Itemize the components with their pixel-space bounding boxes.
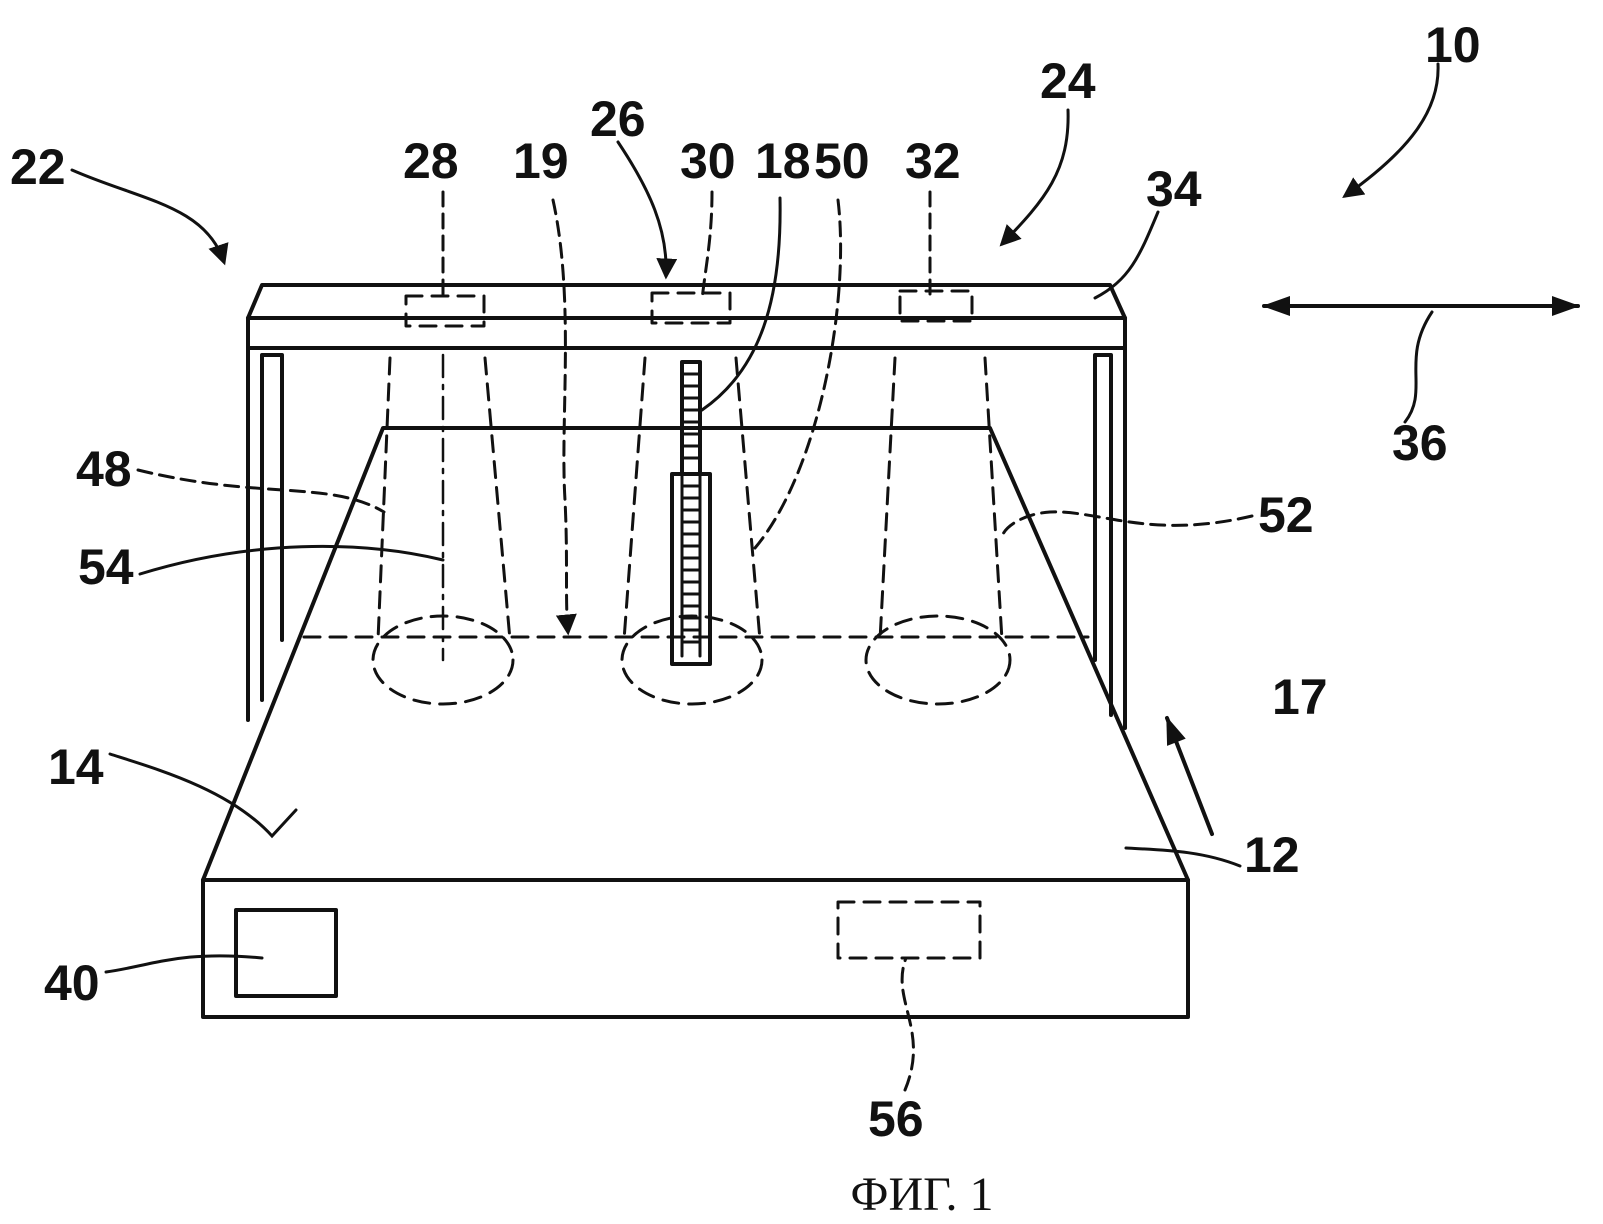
leader-14 xyxy=(108,752,298,839)
leader-50 xyxy=(753,198,843,550)
leader-19 xyxy=(551,198,577,636)
leader-lines xyxy=(70,62,1440,1092)
bed-front-box xyxy=(201,878,1190,1019)
numeral-28: 28 xyxy=(403,133,459,189)
gantry-frame xyxy=(246,283,1127,730)
numeral-54: 54 xyxy=(78,539,134,595)
numeral-18: 18 xyxy=(755,133,811,189)
numeral-52: 52 xyxy=(1258,487,1314,543)
leader-36 xyxy=(1403,310,1434,424)
feed-direction-arrow-17 xyxy=(1165,716,1214,836)
gantry-beam xyxy=(246,316,1127,350)
numeral-36: 36 xyxy=(1392,415,1448,471)
object-18-rungs xyxy=(680,372,702,644)
leader-40 xyxy=(104,954,264,974)
leader-10 xyxy=(1342,62,1440,199)
numeral-10: 10 xyxy=(1425,17,1481,73)
camera-28 xyxy=(404,294,486,328)
beam-52 xyxy=(878,356,1004,642)
leader-48 xyxy=(136,468,386,514)
leader-30 xyxy=(700,190,714,302)
object-18 xyxy=(670,360,712,666)
dashed-box-56 xyxy=(836,900,982,960)
camera-30 xyxy=(650,291,732,325)
spot-center xyxy=(620,614,764,706)
camera-modules xyxy=(404,289,974,328)
numeral-24: 24 xyxy=(1040,53,1096,109)
leader-24 xyxy=(999,108,1070,247)
figure-caption: ФИГ. 1 xyxy=(851,1168,994,1221)
camera-beams xyxy=(371,353,1012,706)
gantry-left-leg xyxy=(246,346,284,722)
leader-52 xyxy=(1000,510,1254,542)
gantry-right-leg xyxy=(1093,346,1127,730)
spot-right xyxy=(864,614,1012,706)
numeral-32: 32 xyxy=(905,133,961,189)
spot-left xyxy=(371,614,515,706)
leader-22 xyxy=(70,168,229,266)
numeral-19: 19 xyxy=(513,133,569,189)
numeral-48: 48 xyxy=(76,441,132,497)
numeral-17: 17 xyxy=(1272,669,1328,725)
leader-34 xyxy=(1093,210,1160,300)
numeral-26: 26 xyxy=(590,91,646,147)
bed xyxy=(201,426,1190,1019)
leader-18 xyxy=(700,196,782,412)
beam-50 xyxy=(622,356,762,642)
leader-56 xyxy=(900,956,915,1092)
bed-top-surface xyxy=(201,426,1190,882)
gantry-top-face xyxy=(246,283,1127,320)
numeral-56: 56 xyxy=(868,1091,924,1147)
numeral-40: 40 xyxy=(44,955,100,1011)
numeral-22: 22 xyxy=(10,139,66,195)
numeral-12: 12 xyxy=(1244,827,1300,883)
numeral-14: 14 xyxy=(48,739,104,795)
beam-48 xyxy=(376,356,512,642)
numeral-50: 50 xyxy=(814,133,870,189)
reference-numerals: 10 24 26 22 28 19 30 18 50 32 34 36 48 5… xyxy=(10,17,1481,1147)
numeral-34: 34 xyxy=(1146,161,1202,217)
leader-26 xyxy=(616,140,678,280)
control-box-40 xyxy=(234,908,338,998)
leader-12 xyxy=(1124,846,1242,868)
numeral-30: 30 xyxy=(680,133,736,189)
leader-54 xyxy=(138,544,445,576)
camera-32 xyxy=(898,289,974,323)
object-18-lower xyxy=(670,472,712,666)
